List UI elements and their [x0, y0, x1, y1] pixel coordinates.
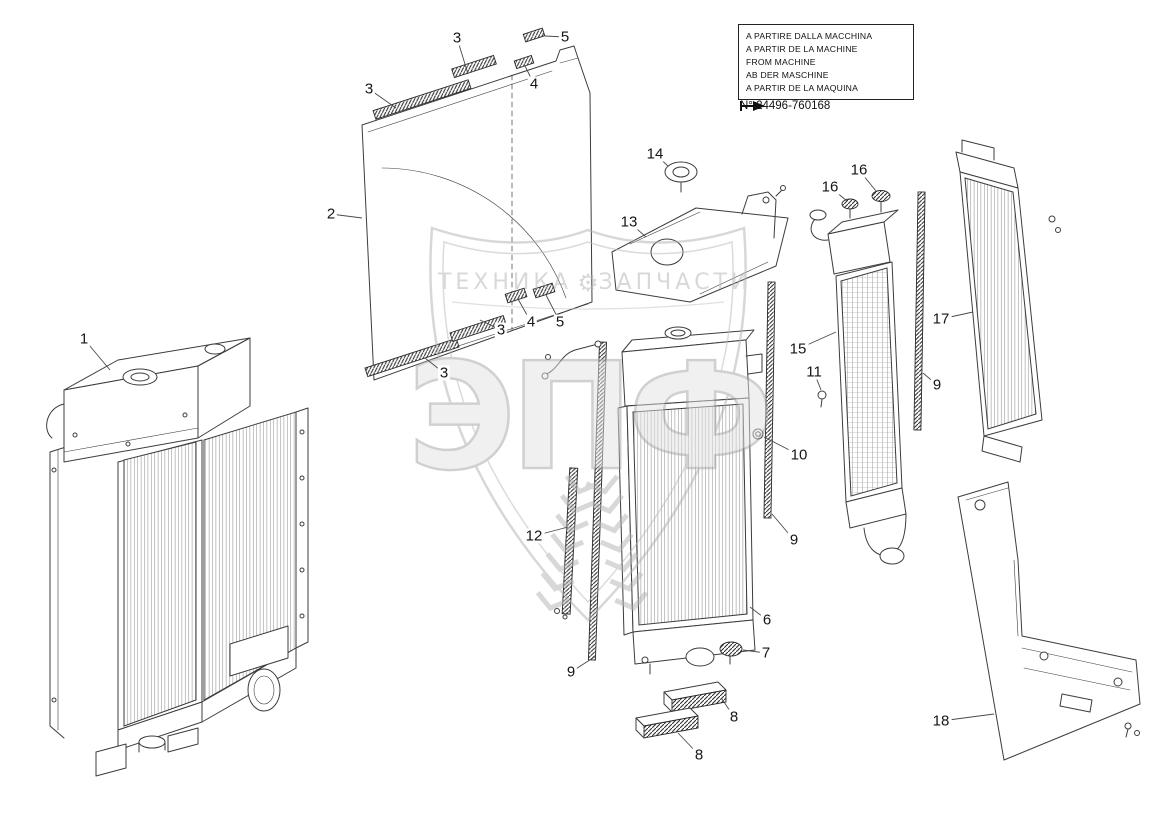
- callout-16: 16: [848, 161, 870, 179]
- callout-13: 13: [618, 213, 640, 231]
- info-line: FROM MACHINE: [746, 56, 816, 67]
- part-14-filler-cap: [664, 161, 698, 193]
- callout-3: 3: [362, 80, 376, 98]
- callout-3: 3: [450, 29, 464, 47]
- watermark-gear-icon: ⚙: [577, 269, 599, 297]
- serial-number: N° 24496-760168: [740, 100, 831, 112]
- watermark-wheat-right: [585, 474, 649, 612]
- part-11-bolt: [817, 390, 827, 408]
- part-2-fan-shroud-panel: [361, 45, 593, 381]
- callout-5: 5: [553, 313, 567, 331]
- part-17-radiator-core-right: [955, 139, 1061, 463]
- origin-info-box: A PARTIRE DALLA MACCHINA A PARTIR DE LA …: [738, 24, 914, 101]
- callout-8: 8: [692, 746, 706, 764]
- part-4-seal-pieces: [504, 54, 535, 304]
- part-10-fitting: [752, 428, 764, 440]
- callout-9: 9: [787, 531, 801, 549]
- callout-9: 9: [930, 376, 944, 394]
- callout-16: 16: [819, 178, 841, 196]
- part-18-side-panel: [957, 481, 1141, 761]
- callout-11: 11: [804, 363, 824, 381]
- callout-18: 18: [930, 712, 952, 730]
- callout-17: 17: [930, 310, 952, 328]
- callout-15: 15: [787, 340, 809, 358]
- part-3-seal-strips: [364, 54, 507, 378]
- callout-12: 12: [523, 527, 545, 545]
- callout-6: 6: [760, 611, 774, 629]
- watermark-wheat-left: [535, 474, 599, 612]
- info-line: A PARTIRE DALLA MACCHINA: [746, 31, 873, 41]
- part-5-seal-pieces: [522, 27, 556, 299]
- callout-8: 8: [727, 708, 741, 726]
- watermark-left-text: ТЕХНИКА: [437, 270, 572, 295]
- callout-1: 1: [77, 330, 91, 348]
- info-line: A PARTIR DE LA MAQUINA: [746, 82, 859, 93]
- info-line: AB DER MASCHINE: [746, 69, 829, 80]
- callout-2: 2: [324, 205, 338, 223]
- callout-4: 4: [524, 313, 538, 331]
- callout-14: 14: [644, 145, 666, 163]
- callout-10: 10: [788, 446, 810, 464]
- callout-4: 4: [527, 75, 541, 93]
- callout-5: 5: [558, 28, 572, 46]
- serial-number-row: N° 24496-760168: [740, 100, 830, 112]
- part-16-grommets: [841, 190, 891, 219]
- callout-9: 9: [564, 663, 578, 681]
- callout-3: 3: [437, 364, 451, 382]
- part-15-expansion-tank: [809, 209, 907, 565]
- watermark-shield: ТЕХНИКА ⚙ ЗАПЧАСТИ ЭПФ: [406, 226, 776, 622]
- part-1-radiator-assembly: [46, 337, 309, 777]
- watermark-logo-text: ЭПФ: [407, 331, 768, 503]
- part-7-plug: [719, 641, 743, 657]
- misc-hardware: [541, 340, 602, 620]
- from-machine-arrow-icon: [740, 101, 765, 111]
- part-8-brackets: [635, 681, 727, 739]
- callout-7: 7: [759, 644, 773, 662]
- part-9-seal-strips: [587, 191, 926, 661]
- info-line: A PARTIR DE LA MACHINE: [746, 43, 858, 54]
- watermark-right-text: ЗАПЧАСТИ: [598, 270, 751, 295]
- callout-3: 3: [494, 321, 508, 339]
